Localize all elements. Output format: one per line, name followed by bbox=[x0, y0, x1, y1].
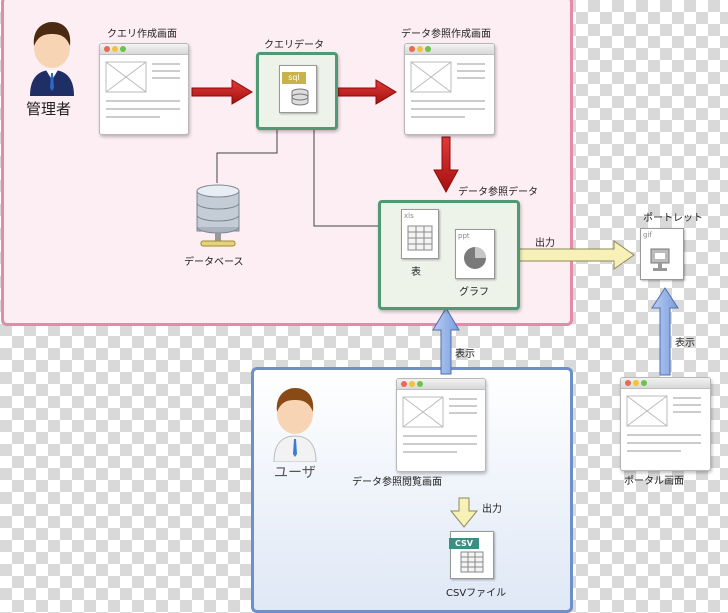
portlet-output-label: 出力 bbox=[535, 238, 555, 249]
database-label: データベース bbox=[184, 257, 244, 268]
ref-data-frame: xls 表 ppt グラフ bbox=[378, 200, 520, 310]
window-placeholder-icon bbox=[402, 396, 477, 453]
red-arrow-query-to-data bbox=[191, 79, 253, 105]
graph-label: グラフ bbox=[459, 287, 489, 298]
table-label: 表 bbox=[411, 267, 421, 278]
graph-file-tag: ppt bbox=[458, 232, 470, 240]
yellow-arrow-csv bbox=[449, 497, 479, 528]
window-placeholder-icon bbox=[105, 61, 180, 118]
portlet-label: ポートレット bbox=[643, 213, 703, 224]
query-screen-label: クエリ作成画面 bbox=[107, 29, 177, 40]
portal-screen-window bbox=[620, 377, 711, 471]
user-display-label: 表示 bbox=[455, 349, 475, 360]
red-arrow-data-to-ref bbox=[337, 79, 397, 105]
sql-file-icon: sql bbox=[279, 65, 317, 113]
csv-file-tag: CSV bbox=[449, 538, 479, 549]
browse-screen-window bbox=[396, 378, 486, 472]
db-connector-line bbox=[216, 127, 278, 183]
ref-data-label: データ参照データ bbox=[458, 187, 538, 198]
portlet-file-icon: gif bbox=[640, 228, 684, 280]
browse-screen-label: データ参照閲覧画面 bbox=[352, 477, 442, 488]
ref-screen-window bbox=[404, 43, 495, 135]
query-data-frame: sql bbox=[256, 52, 338, 130]
graph-file-icon: ppt bbox=[455, 229, 495, 279]
portal-display-label: 表示 bbox=[675, 338, 695, 349]
window-placeholder-icon bbox=[626, 395, 701, 452]
user-avatar bbox=[268, 384, 322, 463]
csv-label: CSVファイル bbox=[446, 588, 507, 599]
table-file-tag: xls bbox=[404, 212, 414, 220]
admin-avatar bbox=[24, 18, 80, 96]
window-placeholder-icon bbox=[410, 61, 485, 118]
csv-file-icon: CSV bbox=[449, 531, 494, 579]
query-data-label: クエリデータ bbox=[264, 40, 324, 51]
blue-arrow-display-up bbox=[432, 307, 460, 375]
query-screen-window bbox=[99, 43, 189, 135]
yellow-arrow-output bbox=[517, 240, 635, 270]
csv-output-label: 出力 bbox=[482, 504, 502, 515]
ref-screen-label: データ参照作成画面 bbox=[401, 29, 491, 40]
admin-role-label: 管理者 bbox=[26, 100, 72, 118]
portlet-file-tag: gif bbox=[643, 231, 652, 239]
sql-file-tag: sql bbox=[282, 72, 306, 84]
table-file-icon: xls bbox=[401, 209, 439, 259]
query-to-refdata-line bbox=[313, 127, 378, 227]
portal-screen-label: ポータル画面 bbox=[624, 476, 684, 487]
red-arrow-ref-down bbox=[433, 136, 459, 194]
blue-arrow-portal-up bbox=[651, 287, 679, 376]
database-icon bbox=[195, 183, 241, 249]
user-role-label: ユーザ bbox=[274, 465, 316, 481]
